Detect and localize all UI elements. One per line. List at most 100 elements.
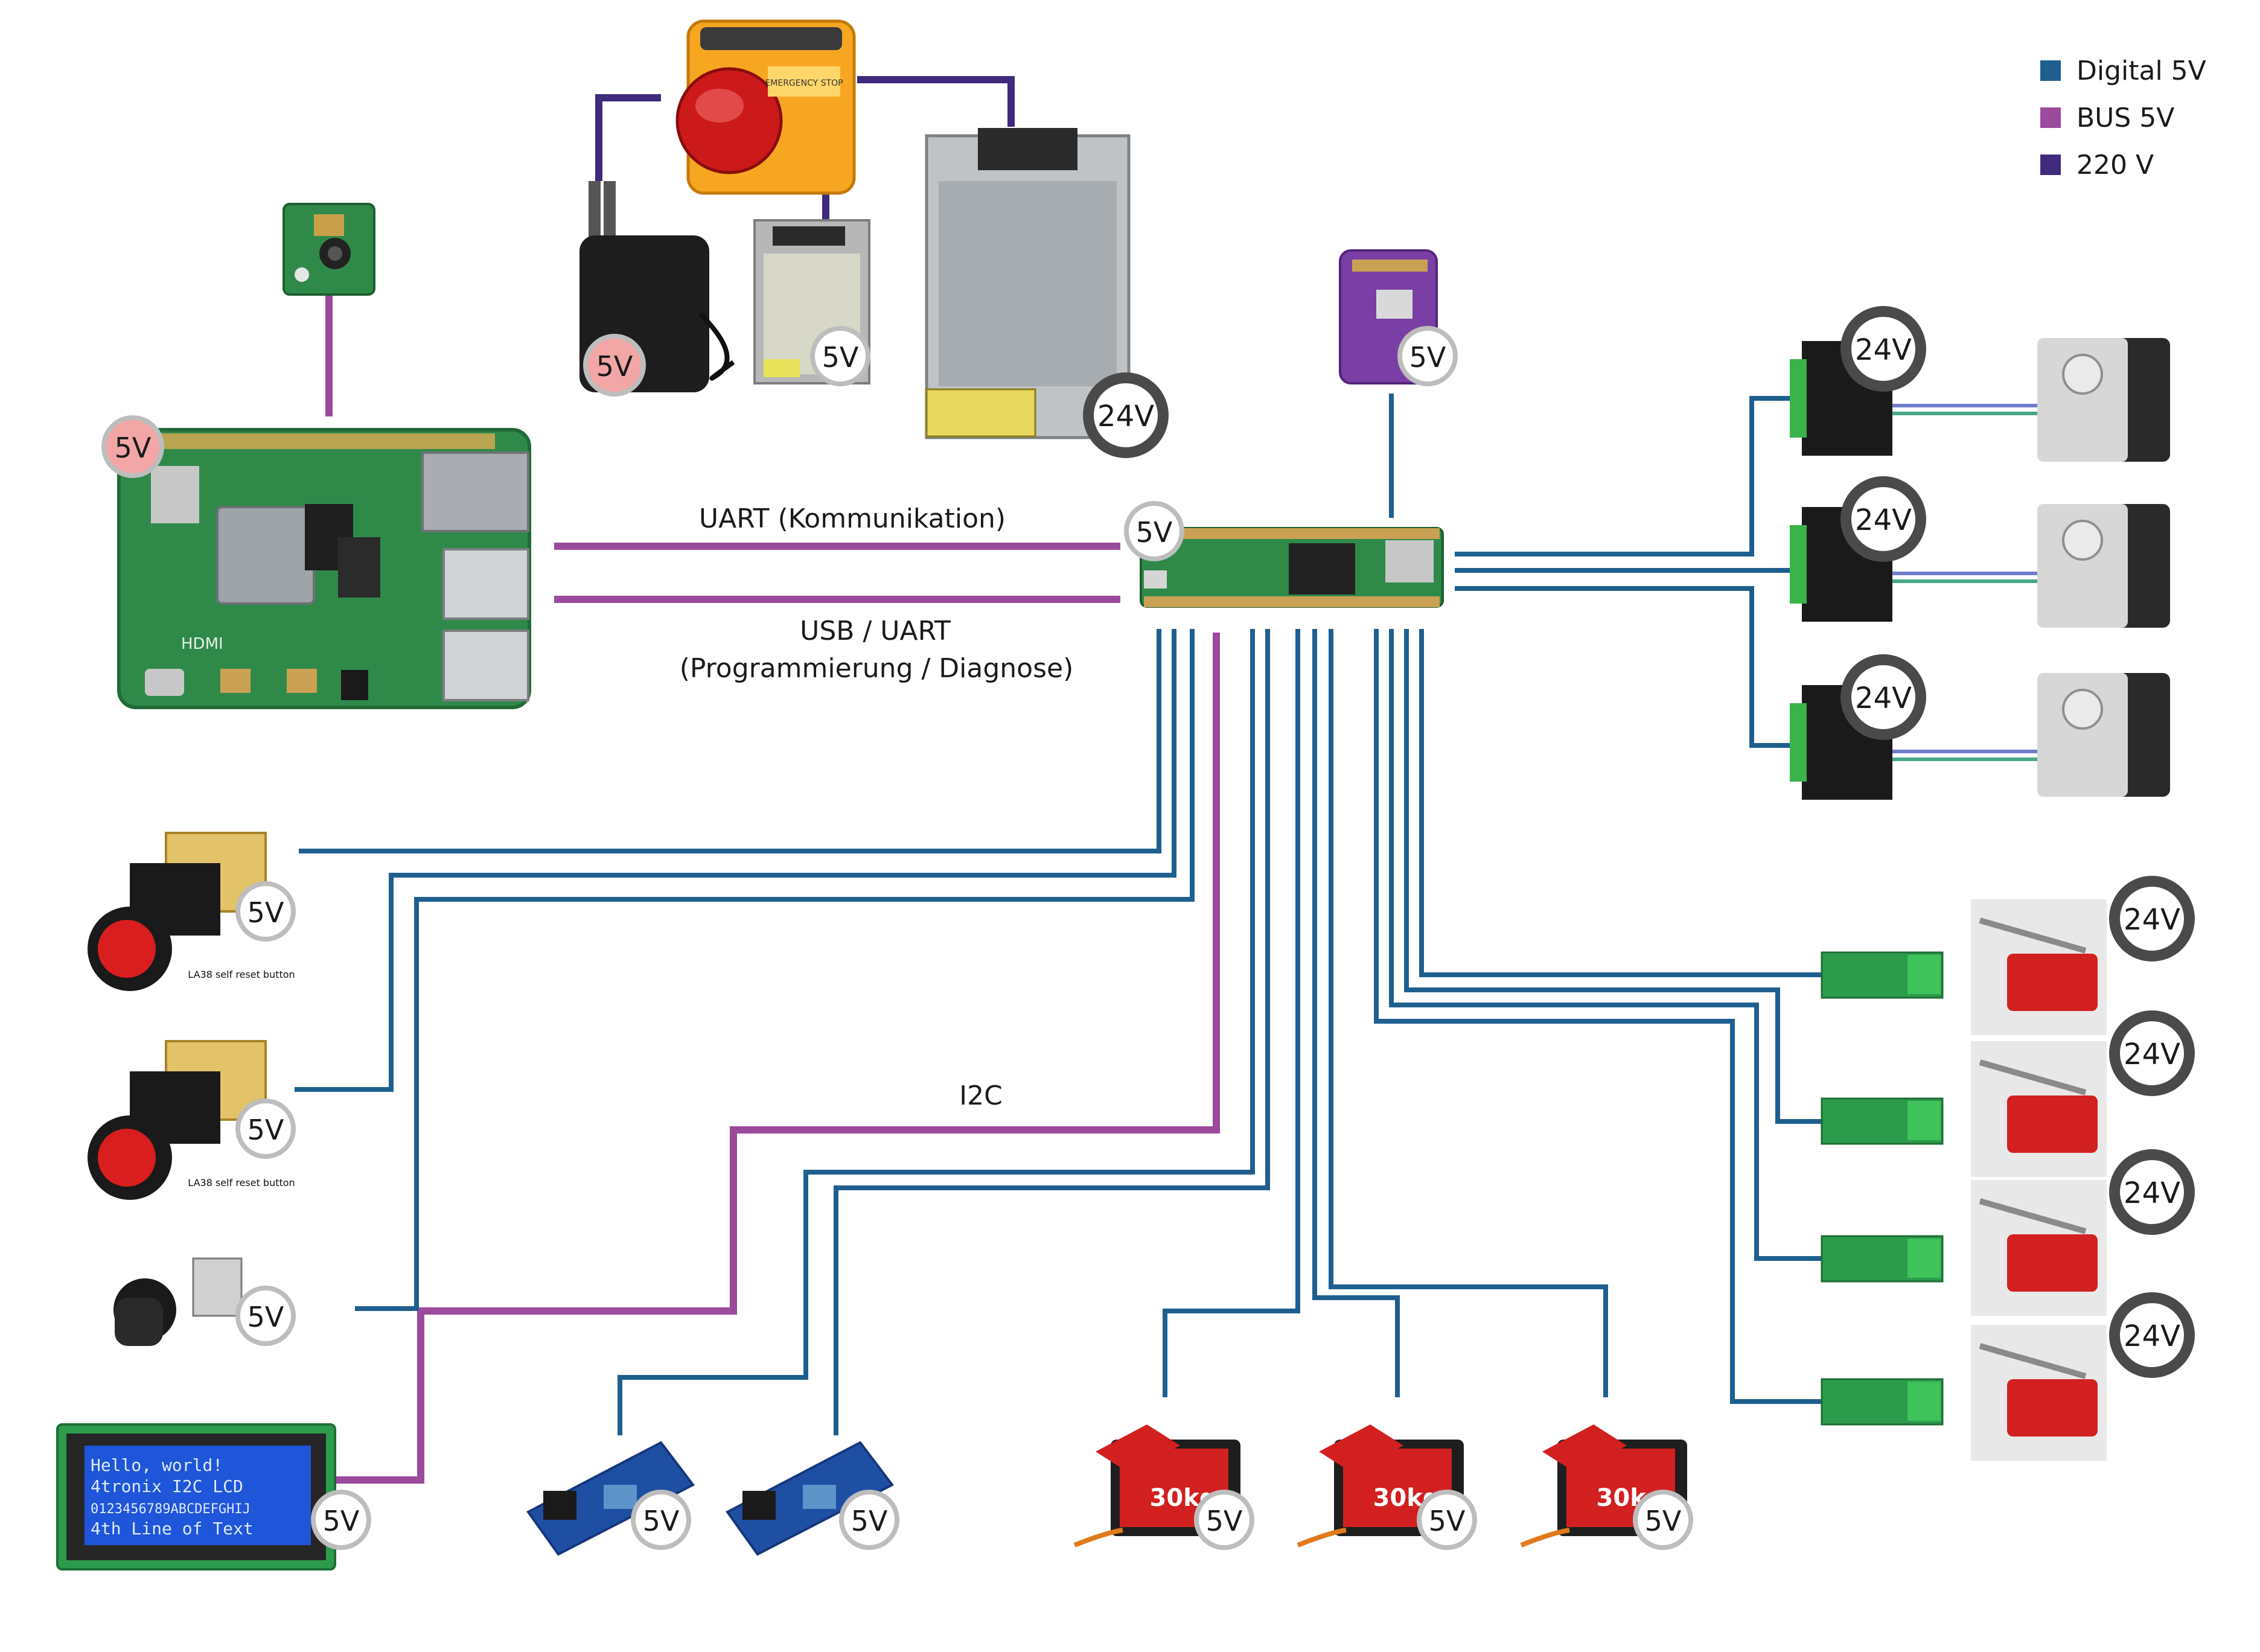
svg-text:24V: 24V (2124, 1176, 2180, 1210)
wire-servo-2 (1312, 629, 1400, 1397)
badge-servo-3: 5V (1633, 1490, 1693, 1550)
svg-text:24V: 24V (2124, 1319, 2180, 1353)
wire-button-2 (295, 629, 1176, 1092)
badge-servo-1: 5V (1194, 1490, 1254, 1550)
badge-psu-24v: 24V (1083, 372, 1169, 458)
badge-psu-5v: 5V (810, 326, 870, 386)
limit-switch-3 (1821, 1180, 2107, 1316)
legend-swatch-220v (2040, 155, 2061, 175)
svg-text:5V: 5V (1136, 516, 1173, 549)
badge-sensor: 5V (1397, 326, 1458, 386)
legend-label-bus: BUS 5V (2076, 103, 2174, 133)
legend-label-220v: 220 V (2076, 150, 2154, 180)
pi-hdmi-silk: HDMI (181, 635, 223, 653)
svg-text:5V: 5V (1429, 1505, 1466, 1537)
legend-swatch-digital (2040, 60, 2061, 81)
wire-driver-1 (1455, 396, 1802, 557)
svg-text:5V: 5V (323, 1505, 360, 1537)
limit-switch-1 (1821, 899, 2107, 1035)
svg-text:24V: 24V (1855, 503, 1912, 537)
svg-text:5V: 5V (851, 1505, 888, 1537)
badge-limit-3: 24V (2109, 1149, 2195, 1235)
lcd-line-2: 4tronix I2C LCD (91, 1476, 243, 1496)
badge-ir-2: 5V (839, 1490, 899, 1550)
svg-text:24V: 24V (2124, 1038, 2180, 1071)
wire-limit-4 (1374, 629, 1822, 1404)
wire-servo-1 (1163, 629, 1300, 1397)
limit-switch-2 (1821, 1041, 2107, 1177)
svg-text:5V: 5V (247, 1114, 284, 1146)
wire-servo-3 (1329, 629, 1608, 1397)
svg-text:5V: 5V (247, 1301, 284, 1333)
badge-button-2: 5V (235, 1099, 296, 1159)
legend-swatch-bus (2040, 107, 2061, 128)
voltage-badges: 5V 5V 5V 5V 5V 5V 5V 5V (101, 306, 2195, 1550)
label-usb-uart-purpose: (Programmierung / Diagnose) (680, 653, 1074, 684)
badge-encoder: 5V (235, 1286, 296, 1346)
svg-text:24V: 24V (1855, 333, 1912, 367)
wires (295, 76, 1822, 1484)
wires-bus5v (325, 295, 1220, 1484)
limit-switch-4 (1821, 1325, 2107, 1461)
svg-text:5V: 5V (596, 350, 633, 383)
svg-text:5V: 5V (643, 1505, 680, 1537)
wire-limit-3 (1389, 629, 1822, 1261)
svg-text:24V: 24V (1097, 400, 1154, 433)
ir-sensor-1 (526, 1441, 695, 1556)
badge-pi: 5V (101, 415, 164, 478)
raspberry-pi-board: HDMI (117, 428, 531, 709)
svg-text:5V: 5V (822, 341, 859, 374)
wire-limit-1 (1419, 629, 1822, 977)
lcd-display: Hello, world! 4tronix I2C LCD 0123456789… (56, 1423, 336, 1571)
badge-driver-3: 24V (1840, 654, 1926, 740)
svg-text:5V: 5V (1409, 341, 1446, 374)
wire-limit-2 (1404, 629, 1822, 1124)
wire-estop-psu24 (857, 76, 1015, 127)
legend-label-digital: Digital 5V (2076, 56, 2206, 86)
wire-encoder (355, 629, 1195, 1311)
ir-sensor-2 (726, 1441, 895, 1556)
svg-text:5V: 5V (115, 432, 152, 464)
svg-text:24V: 24V (2124, 903, 2180, 937)
badge-wall-adapter: 5V (583, 334, 646, 397)
lcd-line-1: Hello, world! (91, 1455, 223, 1475)
label-uart: UART (Kommunikation) (699, 503, 1006, 534)
badge-limit-2: 24V (2109, 1010, 2195, 1096)
badge-limit-4: 24V (2109, 1292, 2195, 1378)
badge-servo-2: 5V (1417, 1490, 1477, 1550)
svg-text:5V: 5V (1206, 1505, 1243, 1537)
badge-driver-1: 24V (1840, 306, 1926, 392)
svg-text:24V: 24V (1855, 681, 1912, 715)
push-button-2: LA38 self reset button (88, 1040, 295, 1200)
wire-ir-2 (834, 629, 1270, 1435)
push-button-1: LA38 self reset button (88, 832, 295, 991)
badge-driver-2: 24V (1840, 476, 1926, 562)
label-i2c: I2C (959, 1080, 1003, 1111)
button-2-caption: LA38 self reset button (188, 1177, 295, 1188)
pi-camera (282, 203, 375, 296)
estop-label: EMERGENCY STOP (765, 78, 843, 88)
button-1-caption: LA38 self reset button (188, 969, 295, 980)
badge-button-1: 5V (235, 881, 296, 942)
svg-text:5V: 5V (247, 896, 284, 929)
badge-teensy: 5V (1124, 501, 1184, 561)
wire-button-1 (299, 629, 1161, 853)
legend: Digital 5V BUS 5V 220 V (2040, 56, 2206, 180)
badge-lcd: 5V (311, 1490, 371, 1550)
svg-text:5V: 5V (1645, 1505, 1682, 1537)
stepper-unit-1 (1790, 338, 2170, 462)
lcd-line-3: 0123456789ABCDEFGHIJ (91, 1502, 251, 1517)
wire-driver-3 (1455, 586, 1802, 748)
wire-ir-1 (618, 629, 1255, 1435)
label-usb-uart: USB / UART (800, 616, 951, 646)
teensy-board (1140, 527, 1444, 608)
emergency-stop: EMERGENCY STOP (675, 19, 856, 195)
wire-i2c-lcd (332, 633, 1220, 1484)
lcd-line-4: 4th Line of Text (91, 1519, 254, 1539)
wires-digital (295, 394, 1822, 1435)
rotary-encoder (113, 1257, 243, 1346)
badge-ir-1: 5V (631, 1490, 691, 1550)
badge-limit-1: 24V (2109, 876, 2195, 962)
wire-estop-adapter (595, 94, 661, 181)
